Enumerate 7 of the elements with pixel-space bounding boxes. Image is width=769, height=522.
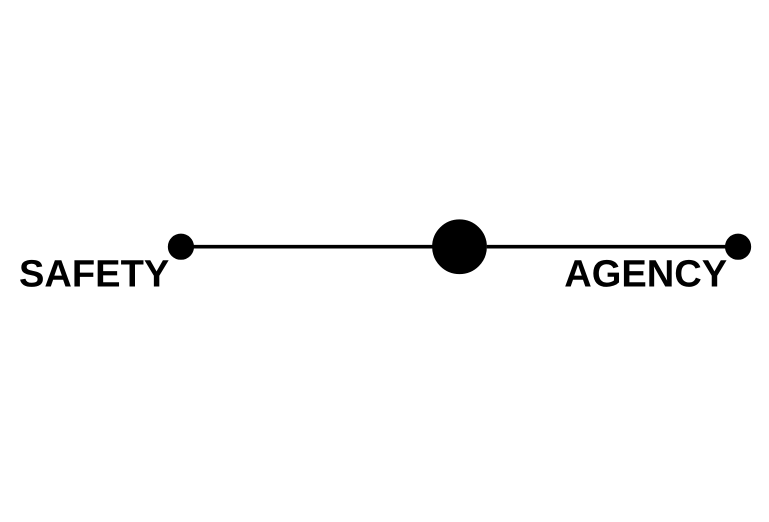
connector: [193, 244, 433, 248]
node-label: AGENCY: [564, 254, 728, 296]
node-circle: [432, 219, 487, 274]
node-circle: [724, 234, 752, 260]
connector: [486, 244, 726, 248]
node-label: SAFETY: [19, 254, 170, 296]
node-circle: [168, 234, 194, 260]
